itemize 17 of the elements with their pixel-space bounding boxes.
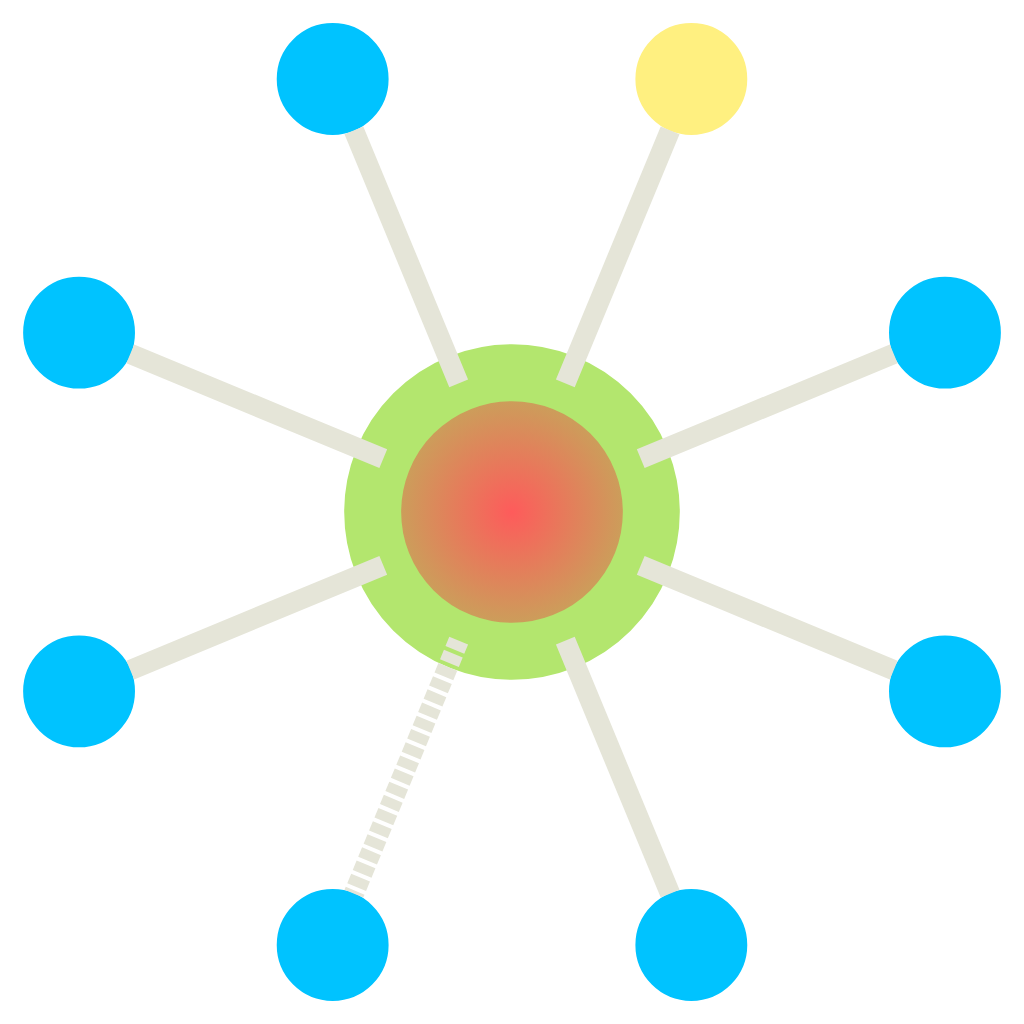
connector <box>636 344 898 469</box>
node-circle <box>23 635 135 748</box>
node-circle <box>635 889 748 1001</box>
node-circle <box>889 635 1001 748</box>
connector <box>555 636 680 898</box>
node-circle <box>276 23 389 135</box>
connector <box>126 555 388 680</box>
connector <box>636 555 898 680</box>
connector <box>555 126 680 388</box>
node-circle <box>635 23 748 135</box>
connector <box>344 636 469 898</box>
node-circle <box>889 276 1001 389</box>
connector <box>344 126 469 388</box>
node-circle <box>23 276 135 389</box>
node-circle <box>344 344 680 680</box>
connector <box>126 344 388 469</box>
node-circle <box>276 889 389 1001</box>
